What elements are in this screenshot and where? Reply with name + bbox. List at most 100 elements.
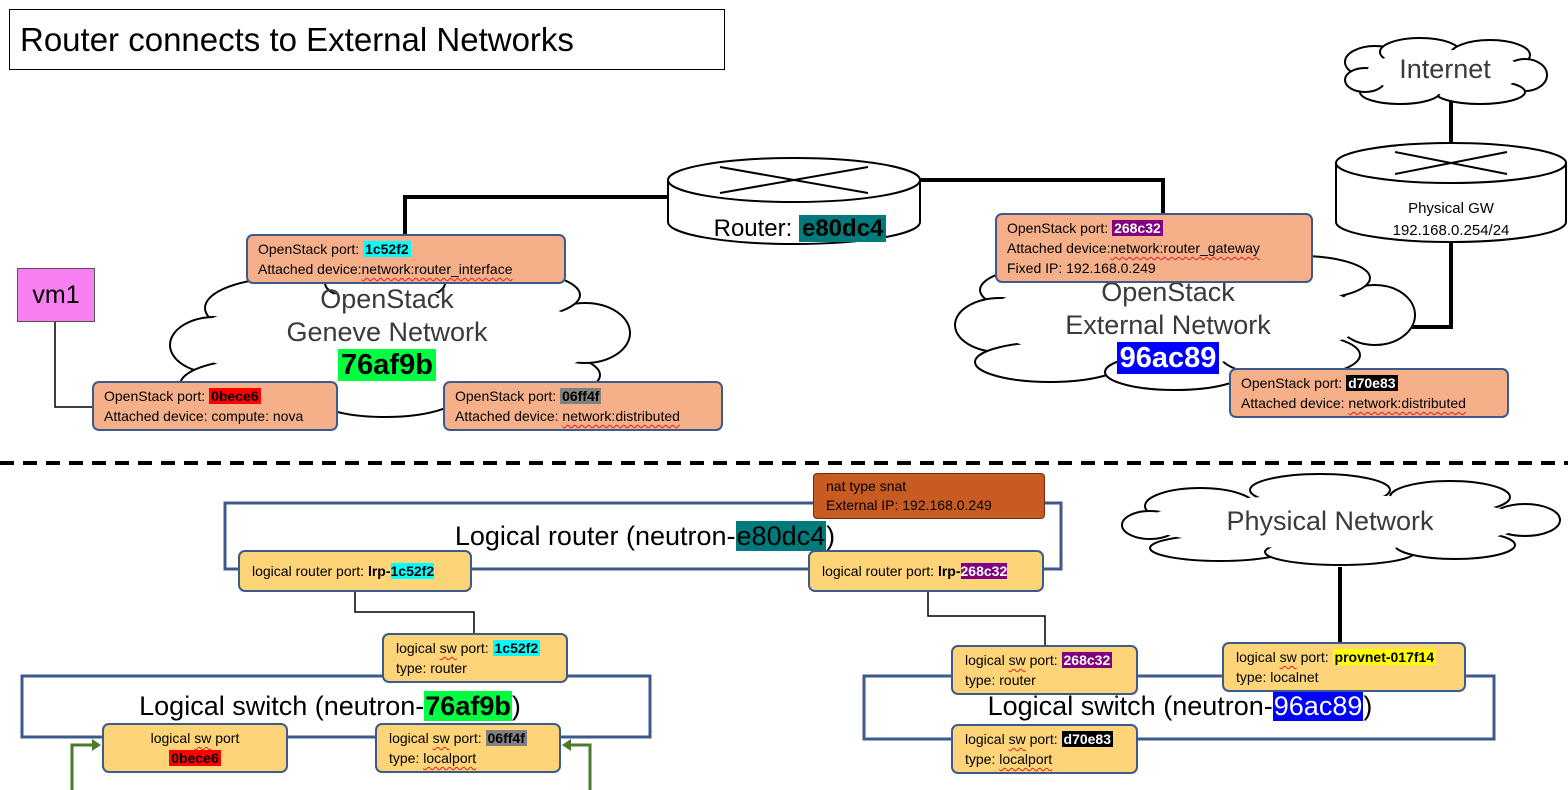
physical-network-label: Physical Network (1226, 506, 1434, 536)
external-network-label: OpenStack External Network 96ac89 (1023, 276, 1313, 375)
lsp-id: provnet-017f14 (1332, 649, 1437, 665)
router-label-text: Router: (713, 215, 793, 242)
lsp-sw: sw (1008, 731, 1026, 747)
lrp-prefix: lrp- (367, 563, 391, 579)
port-id: 268c32 (1112, 220, 1163, 236)
lsp-label: logical (965, 652, 1005, 668)
logical-sw-port-1c52f2[interactable]: logical sw port: 1c52f2 type: router (382, 633, 568, 683)
lsp-sw: sw (1008, 652, 1026, 668)
page-title: Router connects to External Networks (9, 9, 725, 70)
router-id: e80dc4 (798, 215, 887, 242)
geneve-network-line1: OpenStack (320, 284, 454, 314)
lsp-label: logical (965, 731, 1005, 747)
port-id: 06ff4f (560, 388, 602, 404)
lsp-port-label: port: (1300, 649, 1329, 665)
lrp-label: logical router port: (252, 563, 365, 579)
internet-label: Internet (1399, 54, 1491, 84)
geneve-network-id: 76af9b (338, 349, 436, 381)
attached-device-value: network:router_interface (361, 261, 513, 277)
logical-switch-prefix: Logical switch (neutron- (139, 691, 425, 721)
port-label: OpenStack port: (455, 388, 557, 404)
geneve-network-line2: Geneve Network (286, 317, 488, 347)
lsp-type: type: router (965, 672, 1036, 688)
lsp-sw: sw (1279, 649, 1297, 665)
lsp-type: type: localnet (1236, 669, 1319, 685)
physical-network-cloud-shape (1121, 473, 1561, 566)
router-to-geneve-line (403, 195, 668, 236)
logical-sw-port-268c32[interactable]: logical sw port: 268c32 type: router (951, 645, 1138, 695)
lsp-port-label: port: (1029, 652, 1058, 668)
openstack-port-d70e83[interactable]: OpenStack port: d70e83 Attached device: … (1229, 368, 1509, 418)
logical-sw-port-d70e83[interactable]: logical sw port: d70e83 type: localport (951, 724, 1138, 774)
logical-switch-prefix: Logical switch (neutron- (987, 691, 1273, 721)
logical-switch-suffix: ) (1363, 691, 1373, 721)
logical-router-prefix: Logical router (neutron- (454, 521, 736, 551)
openstack-port-06ff4f[interactable]: OpenStack port: 06ff4f Attached device: … (443, 381, 723, 431)
lsp-id: 0bece6 (169, 750, 221, 766)
logical-switch-id: 96ac89 (1272, 691, 1364, 721)
logical-router-suffix: ) (826, 521, 836, 551)
lsp-label: logical (1236, 649, 1276, 665)
physical-gw-ip: 192.168.0.254/24 (1392, 222, 1510, 239)
port-label: OpenStack port: (1241, 375, 1343, 391)
lrp-id: 268c32 (960, 563, 1008, 579)
router-to-external-line (920, 178, 1165, 214)
logical-switch-right-label: Logical switch (neutron-96ac89) (960, 690, 1400, 722)
lsp-label: logical (389, 730, 429, 746)
lsp-label: logical (396, 640, 436, 656)
attached-device-label: Attached device: (1241, 395, 1345, 411)
green-arrowhead-right (562, 739, 571, 751)
green-arrow-right (566, 743, 592, 790)
green-arrow-left (70, 743, 97, 790)
logical-router-label: Logical router (neutron-e80dc4) (390, 519, 900, 553)
nat-external-ip: External IP: 192.168.0.249 (826, 497, 992, 513)
logical-router-port-lrp-1c52f2[interactable]: logical router port: lrp-1c52f2 (238, 550, 472, 592)
lsp-sw: sw (439, 640, 457, 656)
vm1-box[interactable]: vm1 (17, 268, 95, 322)
attached-device-label: Attached device: (258, 261, 362, 277)
attached-device-value: network:router_gateway (1110, 240, 1260, 256)
logical-sw-port-0bece6[interactable]: logical sw port 0bece6 (102, 723, 288, 773)
lsp-id: 1c52f2 (492, 640, 541, 656)
logical-switch-suffix: ) (511, 691, 521, 721)
gw-to-external-line (1412, 240, 1453, 329)
attached-device-line: Attached device: compute: nova (104, 408, 304, 424)
logical-sw-port-06ff4f[interactable]: logical sw port: 06ff4f type: localport (375, 723, 561, 773)
lsp-type-value: localport (423, 750, 477, 766)
lsp-sw: sw (432, 730, 450, 746)
physical-gw-label: Physical GW 192.168.0.254/24 (1345, 198, 1557, 242)
lsp-label: logical (150, 730, 191, 746)
lsp-port-label: port: (453, 730, 482, 746)
attached-device-label: Attached device: (1007, 240, 1111, 256)
logical-switch-id: 76af9b (424, 691, 512, 721)
logical-router-port-lrp-268c32[interactable]: logical router port: lrp-268c32 (808, 550, 1044, 592)
internet-cloud-shape (1344, 37, 1548, 105)
lsp-id: d70e83 (1061, 731, 1113, 747)
fixed-ip: Fixed IP: 192.168.0.249 (1007, 260, 1156, 276)
lsp-type-label: type: (389, 750, 420, 766)
lsp-id: 06ff4f (485, 730, 527, 746)
lsp-sw: sw (194, 730, 212, 746)
router-label: Router: e80dc4 (700, 213, 900, 245)
openstack-port-268c32[interactable]: OpenStack port: 268c32 Attached device:n… (995, 213, 1313, 283)
port-label: OpenStack port: (258, 241, 360, 257)
physical-gw-cylinder-shape (1335, 142, 1567, 243)
port-label: OpenStack port: (104, 388, 206, 404)
openstack-port-1c52f2[interactable]: OpenStack port: 1c52f2 Attached device:n… (246, 234, 566, 284)
green-arrowhead-left (92, 739, 101, 751)
external-network-id: 96ac89 (1116, 342, 1220, 374)
port-label: OpenStack port: (1007, 220, 1109, 236)
nat-info-box[interactable]: nat type snat External IP: 192.168.0.249 (813, 473, 1045, 519)
lrp-id: 1c52f2 (390, 563, 435, 579)
port-id: 1c52f2 (363, 241, 411, 257)
attached-device-value: network:distributed (562, 408, 680, 424)
logical-sw-port-provnet-017f14[interactable]: logical sw port: provnet-017f14 type: lo… (1222, 642, 1466, 692)
lsp-type: type: router (396, 660, 467, 676)
port-id: 0bece6 (209, 388, 261, 404)
lsp-port-label: port: (460, 640, 489, 656)
logical-switch-left-label: Logical switch (neutron-76af9b) (120, 690, 540, 722)
openstack-port-0bece6[interactable]: OpenStack port: 0bece6 Attached device: … (92, 381, 338, 431)
attached-device-label: Attached device: (455, 408, 559, 424)
lsp-type-value: localport (999, 751, 1053, 767)
lsp-port-label: port (215, 730, 240, 746)
